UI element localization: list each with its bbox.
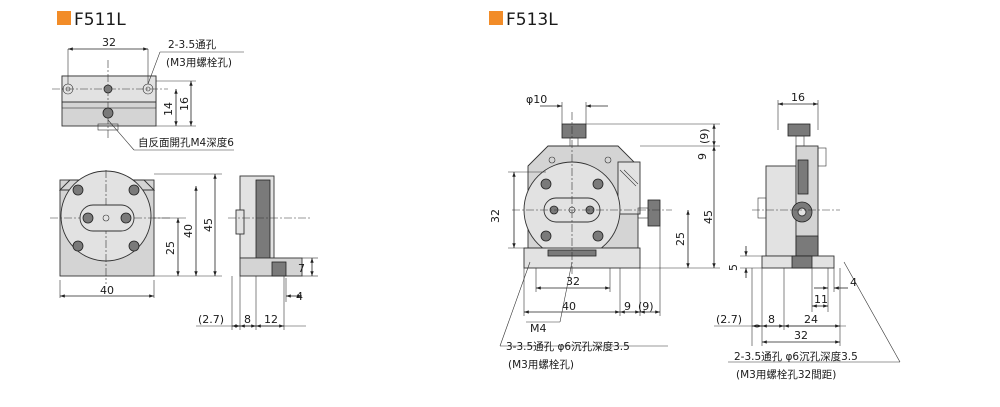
f513l-dim-bottom-32: 32 (566, 275, 580, 288)
f511l-note-tapped-hole: 自反面開孔M4深度6 (138, 136, 234, 149)
f511l-dim-25: 25 (164, 241, 177, 255)
f513l-dim-bottom-40: 40 (562, 300, 576, 313)
f513l-dim-sv-5: 5 (727, 264, 740, 271)
f511l-dim-16: 16 (178, 97, 191, 111)
f511l-title: F511L (74, 10, 126, 30)
f511l-top-view: 32 14 16 2-3.5通孔 (M3用螺栓孔) 自反面開孔M4深度6 (52, 36, 244, 151)
f513l-dim-sv-16: 16 (791, 91, 805, 104)
f511l-dim-7: 7 (298, 262, 305, 275)
f513l-dim-m4: M4 (530, 322, 547, 335)
f513l-dim-sv-8: 8 (768, 313, 775, 326)
f511l-dim-45: 45 (202, 218, 215, 232)
f511l-dim-14: 14 (162, 102, 175, 116)
f511l-side-view: 7 4 (2.7) 8 12 (196, 175, 318, 330)
f513l-dim-sv-2p7: (2.7) (716, 313, 742, 326)
f513l-dim-bottom-9: 9 (624, 300, 631, 313)
f513l-dim-top-9p: (9) (698, 128, 711, 144)
f511l-front-view: 40 45 40 25 (50, 170, 222, 298)
f513l-dim-25: 25 (674, 232, 687, 246)
f513l-dim-top-9: 9 (696, 153, 709, 160)
f511l-dim-40-horizontal: 40 (100, 284, 114, 297)
f511l-note-through-hole-sub: (M3用螺栓孔) (166, 56, 232, 69)
f511l-dim-12: 12 (264, 313, 278, 326)
f511l-dim-8: 8 (244, 313, 251, 326)
f513l-dim-sv-24: 24 (804, 313, 818, 326)
f511l-dim-2p7: (2.7) (198, 313, 224, 326)
f511l-drawing: F511L 32 14 16 (50, 10, 318, 330)
f513l-note-cbore-front-sub: (M3用螺栓孔) (508, 358, 574, 371)
f513l-note-cbore-side-sub: (M3用螺栓孔32間距) (736, 368, 836, 381)
f513l-dim-45: 45 (702, 210, 715, 224)
f511l-title-marker (57, 11, 71, 25)
f511l-dim-4: 4 (296, 290, 303, 303)
f513l-dim-sv-11: 11 (814, 293, 828, 306)
f513l-title: F513L (506, 10, 558, 30)
f513l-dim-sv-32: 32 (794, 329, 808, 342)
f511l-dim-32: 32 (102, 36, 116, 49)
f513l-dim-knob-dia: φ10 (526, 93, 547, 106)
f513l-dim-bottom-9p: (9) (638, 300, 654, 313)
f513l-dim-sv-4: 4 (850, 276, 857, 289)
f511l-dim-40-vertical: 40 (182, 224, 195, 238)
f513l-note-cbore-side: 2-3.5通孔 φ6沉孔深度3.5 (734, 350, 858, 363)
f513l-front-view: φ10 (489, 93, 720, 371)
f513l-dim-left-32: 32 (489, 209, 502, 223)
f511l-note-through-hole: 2-3.5通孔 (168, 38, 217, 51)
f513l-title-marker (489, 11, 503, 25)
f513l-side-view: 16 5 4 11 (2.7) 8 (714, 91, 901, 381)
f513l-note-cbore-front: 3-3.5通孔 φ6沉孔深度3.5 (506, 340, 630, 353)
f513l-drawing: F513L φ10 (489, 10, 901, 381)
